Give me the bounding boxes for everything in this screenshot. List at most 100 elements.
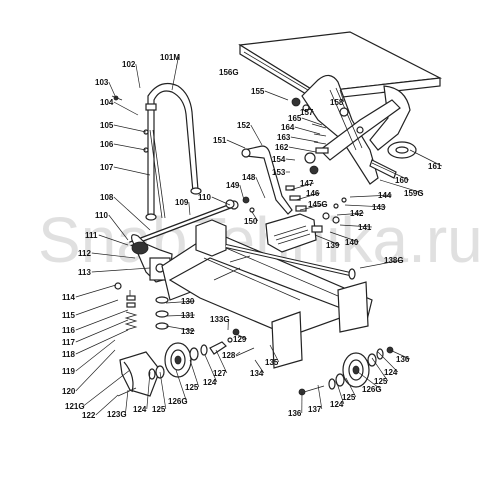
callout-leader-123G [125, 389, 129, 415]
callout-label-110: 110 [198, 193, 211, 202]
callout-label-165: 165 [288, 114, 302, 123]
callout-leader-157 [307, 107, 314, 113]
base-frame [161, 219, 373, 369]
callout-label-104: 104 [100, 98, 114, 107]
callout-label-110: 110 [95, 211, 108, 220]
callout-leader-115 [75, 299, 119, 316]
callout-leader-125 [159, 371, 167, 410]
callout-leader-144 [349, 194, 392, 198]
callout-label-125: 125 [185, 383, 199, 392]
callout-label-114: 114 [62, 293, 75, 302]
callout-leader-103 [108, 81, 117, 99]
callout-leader-145G [299, 203, 327, 211]
callout-leader-164 [294, 126, 321, 135]
callout-label-124: 124 [384, 368, 398, 377]
callout-leader-125 [345, 377, 357, 398]
callout-label-158: 158 [330, 98, 344, 107]
scissor-hardware [291, 97, 329, 175]
callout-label-162: 162 [275, 143, 289, 152]
callout-label-144: 144 [378, 191, 392, 200]
callout-leader-124 [146, 371, 151, 410]
callout-leader-126G [175, 369, 187, 402]
callout-leader-158 [339, 89, 345, 103]
callout-leader-150 [251, 211, 259, 222]
callout-leader-131 [165, 314, 195, 317]
callout-label-108: 108 [100, 193, 114, 202]
washer-stack [155, 296, 169, 330]
callout-label-125: 125 [374, 377, 388, 386]
callout-leader-155 [264, 90, 289, 101]
callout-label-138G: 138G [384, 256, 404, 265]
callout-label-135: 135 [265, 358, 279, 367]
callout-label-142: 142 [350, 209, 364, 218]
callout-label-118: 118 [62, 350, 75, 359]
callout-label-153: 153 [272, 168, 286, 177]
callout-label-125: 125 [152, 405, 166, 414]
callout-label-140: 140 [345, 238, 359, 247]
callout-leader-132 [165, 325, 195, 332]
scissor-assembly [301, 74, 417, 185]
callout-label-154: 154 [272, 155, 286, 164]
callout-leader-130 [165, 300, 195, 304]
callout-label-113: 113 [78, 268, 91, 277]
callout-label-109: 109 [175, 198, 189, 207]
callout-leader-122 [95, 394, 119, 416]
callout-leader-147 [289, 182, 314, 191]
callout-leader-159G [379, 179, 423, 194]
callout-leader-146 [295, 192, 320, 201]
callout-leader-124 [335, 379, 345, 405]
callout-leader-149 [239, 184, 245, 201]
callout-label-120: 120 [62, 387, 76, 396]
callout-leader-143 [344, 204, 386, 208]
callout-label-160: 160 [395, 176, 409, 185]
callout-leader-142 [336, 212, 364, 216]
callout-label-127: 127 [213, 369, 227, 378]
handle [145, 83, 202, 221]
callout-label-116: 116 [62, 326, 75, 335]
callout-label-147: 147 [300, 179, 314, 188]
callout-leader-139 [314, 234, 340, 246]
callout-label-128: 128 [222, 351, 236, 360]
callout-label-111: 111 [85, 231, 98, 240]
callout-leader-110 [108, 214, 129, 241]
wheel-left [148, 342, 208, 380]
callout-label-164: 164 [281, 123, 295, 132]
callout-label-126G: 126G [362, 385, 382, 394]
callout-leader-117 [75, 319, 129, 343]
callout-label-125: 125 [342, 393, 356, 402]
callout-label-115: 115 [62, 311, 75, 320]
callout-leader-108 [113, 196, 151, 231]
callout-leader-148 [255, 176, 266, 199]
long-rod [225, 244, 356, 280]
callout-label-129: 129 [233, 335, 247, 344]
callout-label-151: 151 [213, 136, 227, 145]
pedal-rod [241, 145, 293, 215]
callout-leader-120 [75, 349, 116, 392]
callout-leader-116 [75, 309, 129, 331]
wheel-right [298, 346, 394, 396]
callout-leader-138G [359, 259, 403, 269]
callout-label-123G: 123G [107, 410, 127, 419]
callout-leader-105 [113, 124, 147, 133]
callout-label-146: 146 [306, 189, 320, 198]
callout-leader-107 [113, 166, 151, 176]
callout-label-130: 130 [181, 297, 195, 306]
front-caster-fork [117, 351, 161, 397]
callout-label-102: 102 [122, 60, 136, 69]
callout-layer: 102101M103104105106107108109110110111112… [62, 53, 442, 420]
callout-leader-161 [409, 149, 442, 167]
callout-label-156G: 156G [219, 68, 239, 77]
callout-label-148: 148 [242, 173, 256, 182]
callout-label-126G: 126G [168, 397, 188, 406]
table-top [238, 31, 443, 102]
callout-leader-140 [329, 231, 359, 243]
callout-label-150: 150 [244, 217, 258, 226]
callout-leader-124 [204, 354, 218, 383]
callout-leader-151 [226, 139, 246, 149]
callout-leader-113 [91, 267, 151, 273]
callout-label-133G: 133G [210, 315, 230, 324]
callout-leader-109 [188, 201, 191, 216]
callout-leader-165 [301, 117, 323, 126]
callout-leader-110 [211, 196, 231, 206]
callout-label-131: 131 [181, 311, 195, 320]
